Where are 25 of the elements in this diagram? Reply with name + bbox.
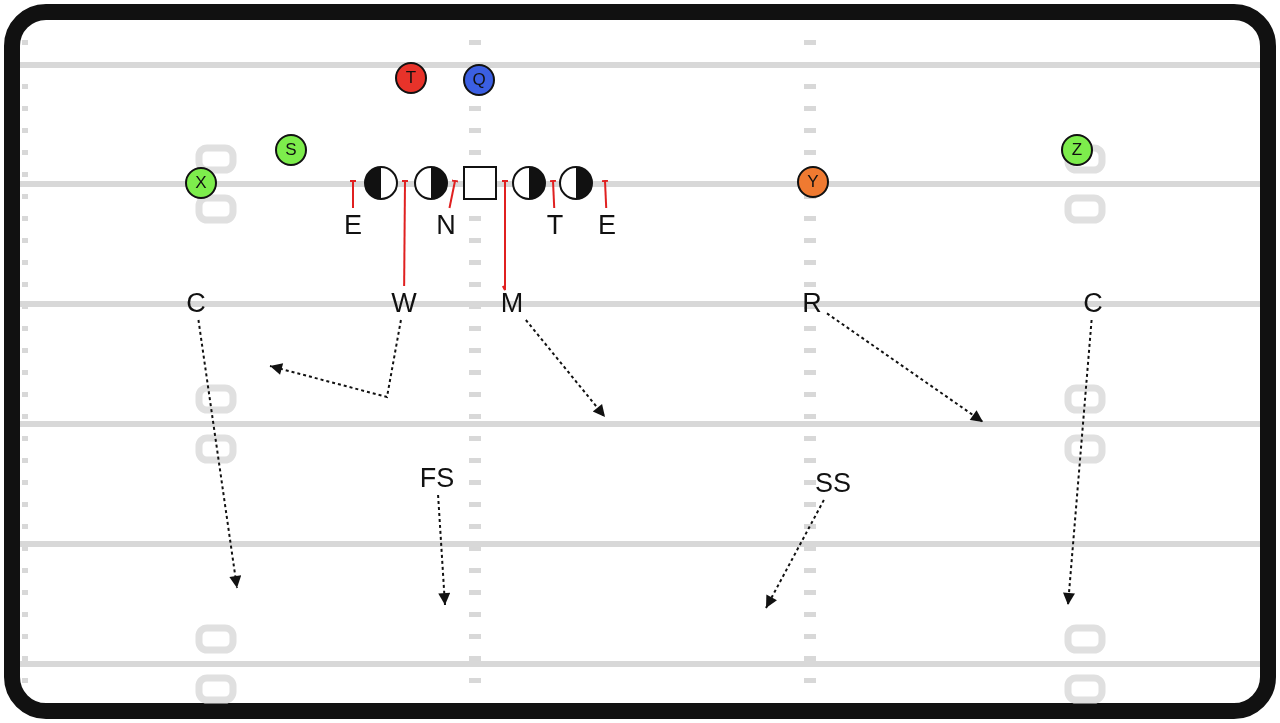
- position-label: W: [389, 289, 419, 317]
- position-label: C: [184, 289, 208, 317]
- route-arrow: [437, 494, 451, 606]
- position-label: E: [596, 211, 618, 239]
- position-label: T: [544, 211, 566, 239]
- route-arrow: [1063, 319, 1093, 606]
- block-line: [601, 179, 609, 209]
- position-label: R: [800, 289, 824, 317]
- route-arrow: [765, 499, 825, 609]
- block-line: [402, 180, 408, 287]
- block-line: [350, 180, 356, 209]
- route-arrow: [197, 319, 242, 589]
- route-arrow: [269, 319, 402, 399]
- route-arrow: [524, 319, 606, 418]
- position-label: M: [498, 289, 526, 317]
- block-line: [501, 180, 508, 291]
- route-arrow: [826, 312, 984, 423]
- center-square: [463, 166, 497, 200]
- position-label: N: [434, 211, 458, 239]
- block-line: [448, 179, 459, 209]
- block-line: [549, 179, 557, 209]
- position-label: C: [1081, 289, 1105, 317]
- position-label: FS: [416, 464, 458, 492]
- position-label: SS: [812, 469, 854, 497]
- position-label: E: [341, 211, 365, 239]
